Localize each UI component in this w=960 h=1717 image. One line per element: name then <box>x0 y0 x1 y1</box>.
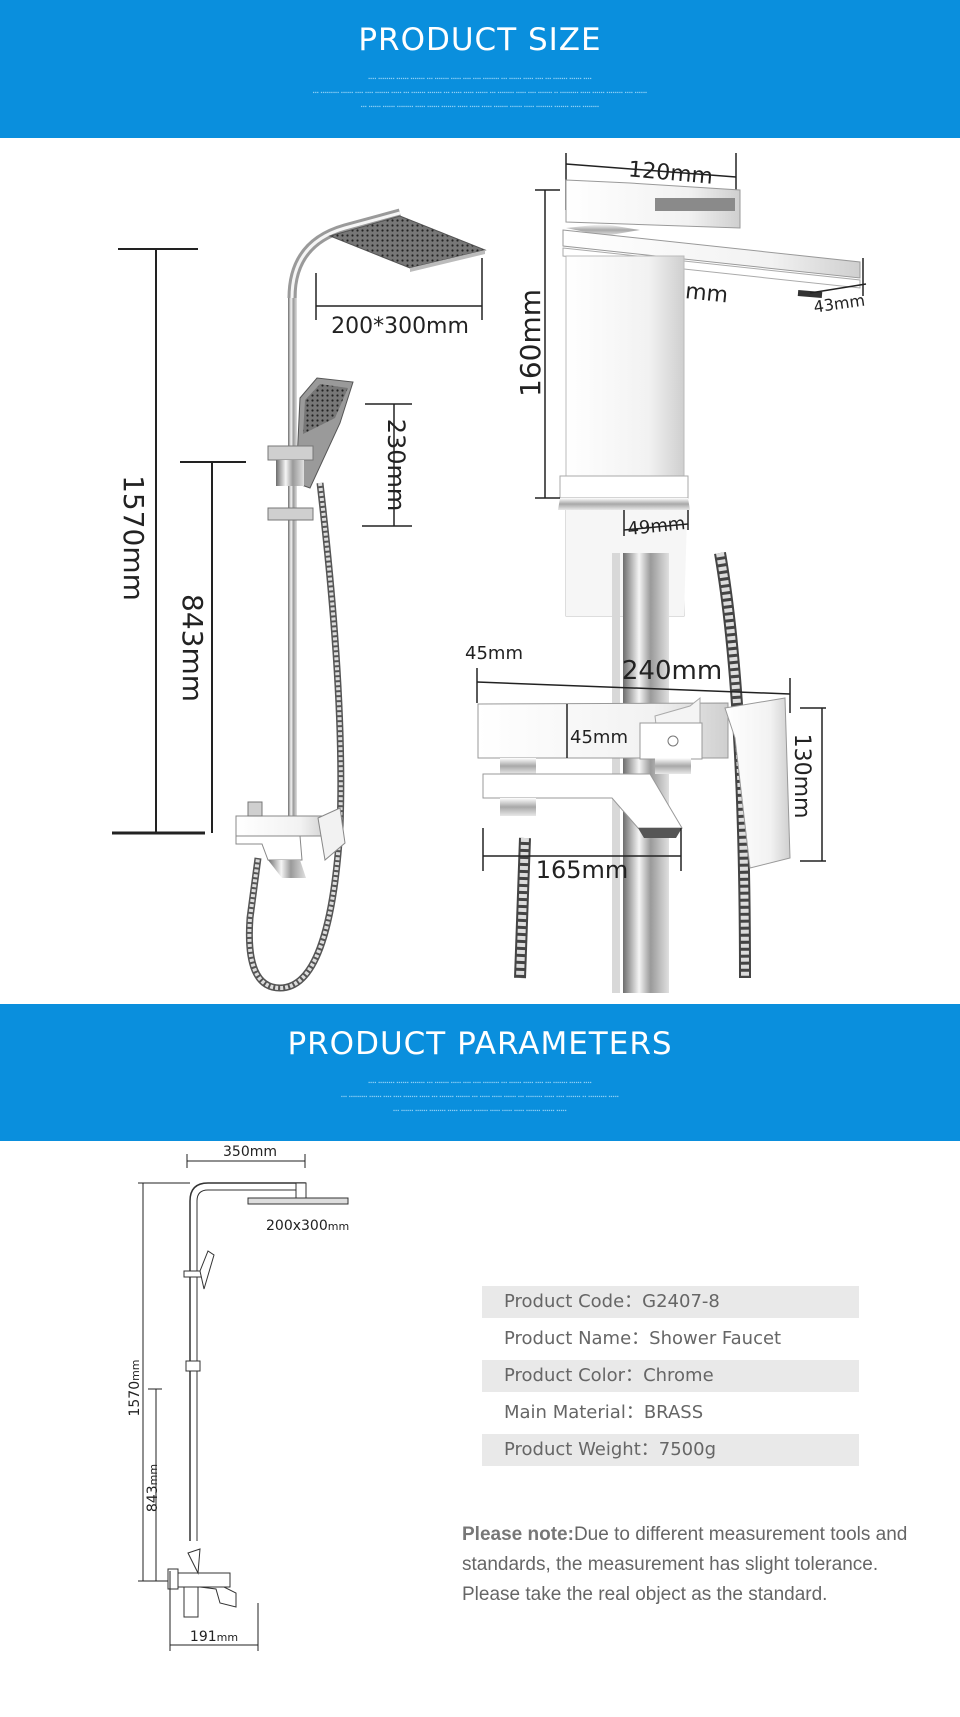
drawing-mixer-height: 843 <box>145 1485 161 1512</box>
param-row-code: Product Code：G2407-8 <box>482 1286 859 1318</box>
product-size-banner: PRODUCT SIZE ▪▪▪▪ ▪▪▪▪▪▪▪▪ ▪▪▪▪▪▪ ▪▪▪▪▪▪… <box>0 0 960 138</box>
param-value-name: Shower Faucet <box>649 1328 782 1349</box>
param-row-material: Main Material：BRASS <box>504 1402 704 1423</box>
product-size-illustration: 1570mm 843mm 200*300mm 230mm <box>112 153 867 993</box>
technical-drawing: 350mm 200x300mm 1570mm 843mm 191mm <box>127 1144 349 1651</box>
dim-mixer-width: 240mm <box>622 656 722 686</box>
dim-mixer-spout: 165mm <box>536 856 629 884</box>
dim-hand-shower: 230mm <box>382 419 410 512</box>
dim-mixer-inner: 45mm <box>570 727 628 748</box>
drawing-head-size: 200x300 <box>266 1218 328 1234</box>
param-row-color: Product Color：Chrome <box>482 1360 859 1392</box>
product-parameters-banner: PRODUCT PARAMETERS ▪▪▪▪ ▪▪▪▪▪▪▪▪ ▪▪▪▪▪▪ … <box>0 1004 960 1141</box>
drawing-total-height: 1570 <box>127 1381 143 1417</box>
param-value-color: Chrome <box>643 1365 714 1386</box>
product-size-title: PRODUCT SIZE <box>358 22 602 58</box>
banner-fineprint: ▪▪▪▪ ▪▪▪▪▪▪▪▪ ▪▪▪▪▪▪ ▪▪▪▪▪▪▪ ▪▪▪ ▪▪▪▪▪▪▪… <box>368 76 592 82</box>
dim-mixer-left-offset: 45mm <box>465 643 523 664</box>
parameters-table: Product Code：G2407-8 Product Name：Shower… <box>482 1286 859 1471</box>
param-row-name: Product Name：Shower Faucet <box>504 1328 782 1349</box>
svg-text:200x300mm: 200x300mm <box>266 1218 349 1234</box>
param-value-weight: 7500g <box>658 1439 717 1460</box>
dim-basin-height: 160mm <box>514 289 547 397</box>
param-value-material: BRASS <box>643 1402 704 1423</box>
drawing-arm-length: 350mm <box>223 1144 277 1160</box>
bath-mixer-drawing: 45mm 240mm 45mm 130mm 165mm <box>465 551 826 993</box>
param-row-weight: Product Weight：7500g <box>482 1434 859 1466</box>
dim-mixer-height: 130mm <box>789 734 814 819</box>
note-text: Due to different measurement tools and s… <box>462 1524 908 1605</box>
measurement-note: Please note:Due to different measurement… <box>462 1520 932 1610</box>
drawing-base-width: 191 <box>190 1629 217 1645</box>
basin-faucet-drawing: 120mm 168mm 43mm 160mm 49mm <box>514 153 867 617</box>
svg-text:843mm: 843mm <box>145 1464 161 1512</box>
shower-column-drawing: 1570mm 843mm 200*300mm 230mm <box>112 208 487 992</box>
dim-mixer-height: 843mm <box>176 594 209 702</box>
note-lead: Please note: <box>462 1524 574 1545</box>
dim-total-height: 1570mm <box>117 475 150 601</box>
drawing-head-unit: mm <box>328 1220 349 1233</box>
param-value-code: G2407-8 <box>642 1291 720 1312</box>
svg-text:191mm: 191mm <box>190 1629 238 1645</box>
dim-head-size: 200*300mm <box>331 314 469 339</box>
svg-text:1570mm: 1570mm <box>127 1359 143 1416</box>
product-parameters-title: PRODUCT PARAMETERS <box>287 1026 673 1062</box>
